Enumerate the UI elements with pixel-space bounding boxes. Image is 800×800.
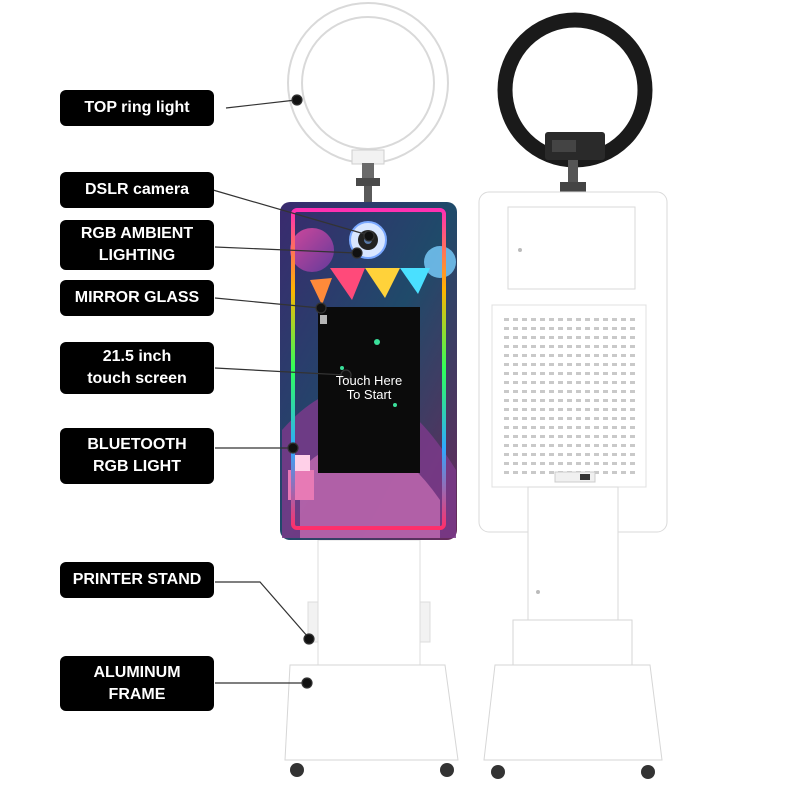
front-booth: [280, 2, 459, 777]
front-rgb-ambient-lighting: [291, 208, 446, 530]
front-touch-screen: [318, 307, 420, 473]
label-printer-stand: PRINTER STAND: [60, 562, 214, 598]
label-text: ALUMINUM FRAME: [93, 663, 181, 703]
label-rgb-ambient-lighting: RGB AMBIENT LIGHTING: [60, 220, 214, 270]
label-text: PRINTER STAND: [72, 571, 202, 588]
label-touch-screen: 21.5 inch touch screen: [60, 342, 214, 394]
label-dslr-camera: DSLR camera: [60, 172, 214, 208]
touch-to-start-text: Touch Here To Start: [335, 373, 403, 402]
label-text: BLUETOOTH RGB LIGHT: [87, 436, 187, 475]
back-printer-stand: [527, 486, 619, 622]
back-aluminum-frame: [483, 664, 663, 761]
label-text: DSLR camera: [84, 181, 190, 198]
label-text: 21.5 inch touch screen: [87, 348, 187, 387]
front-aluminum-frame: [284, 664, 459, 761]
label-bluetooth-rgb-light: BLUETOOTH RGB LIGHT: [60, 428, 214, 484]
label-mirror-glass: MIRROR GLASS: [60, 280, 214, 316]
back-booth: [478, 12, 668, 779]
label-text: TOP ring light: [84, 99, 190, 116]
label-aluminum-frame: ALUMINUM FRAME: [60, 656, 214, 711]
leader-lines: [212, 94, 375, 689]
label-top-ring-light: TOP ring light: [60, 90, 214, 126]
back-vent-grille: [504, 318, 635, 474]
label-text: MIRROR GLASS: [74, 289, 200, 306]
label-text: RGB AMBIENT LIGHTING: [80, 225, 194, 264]
